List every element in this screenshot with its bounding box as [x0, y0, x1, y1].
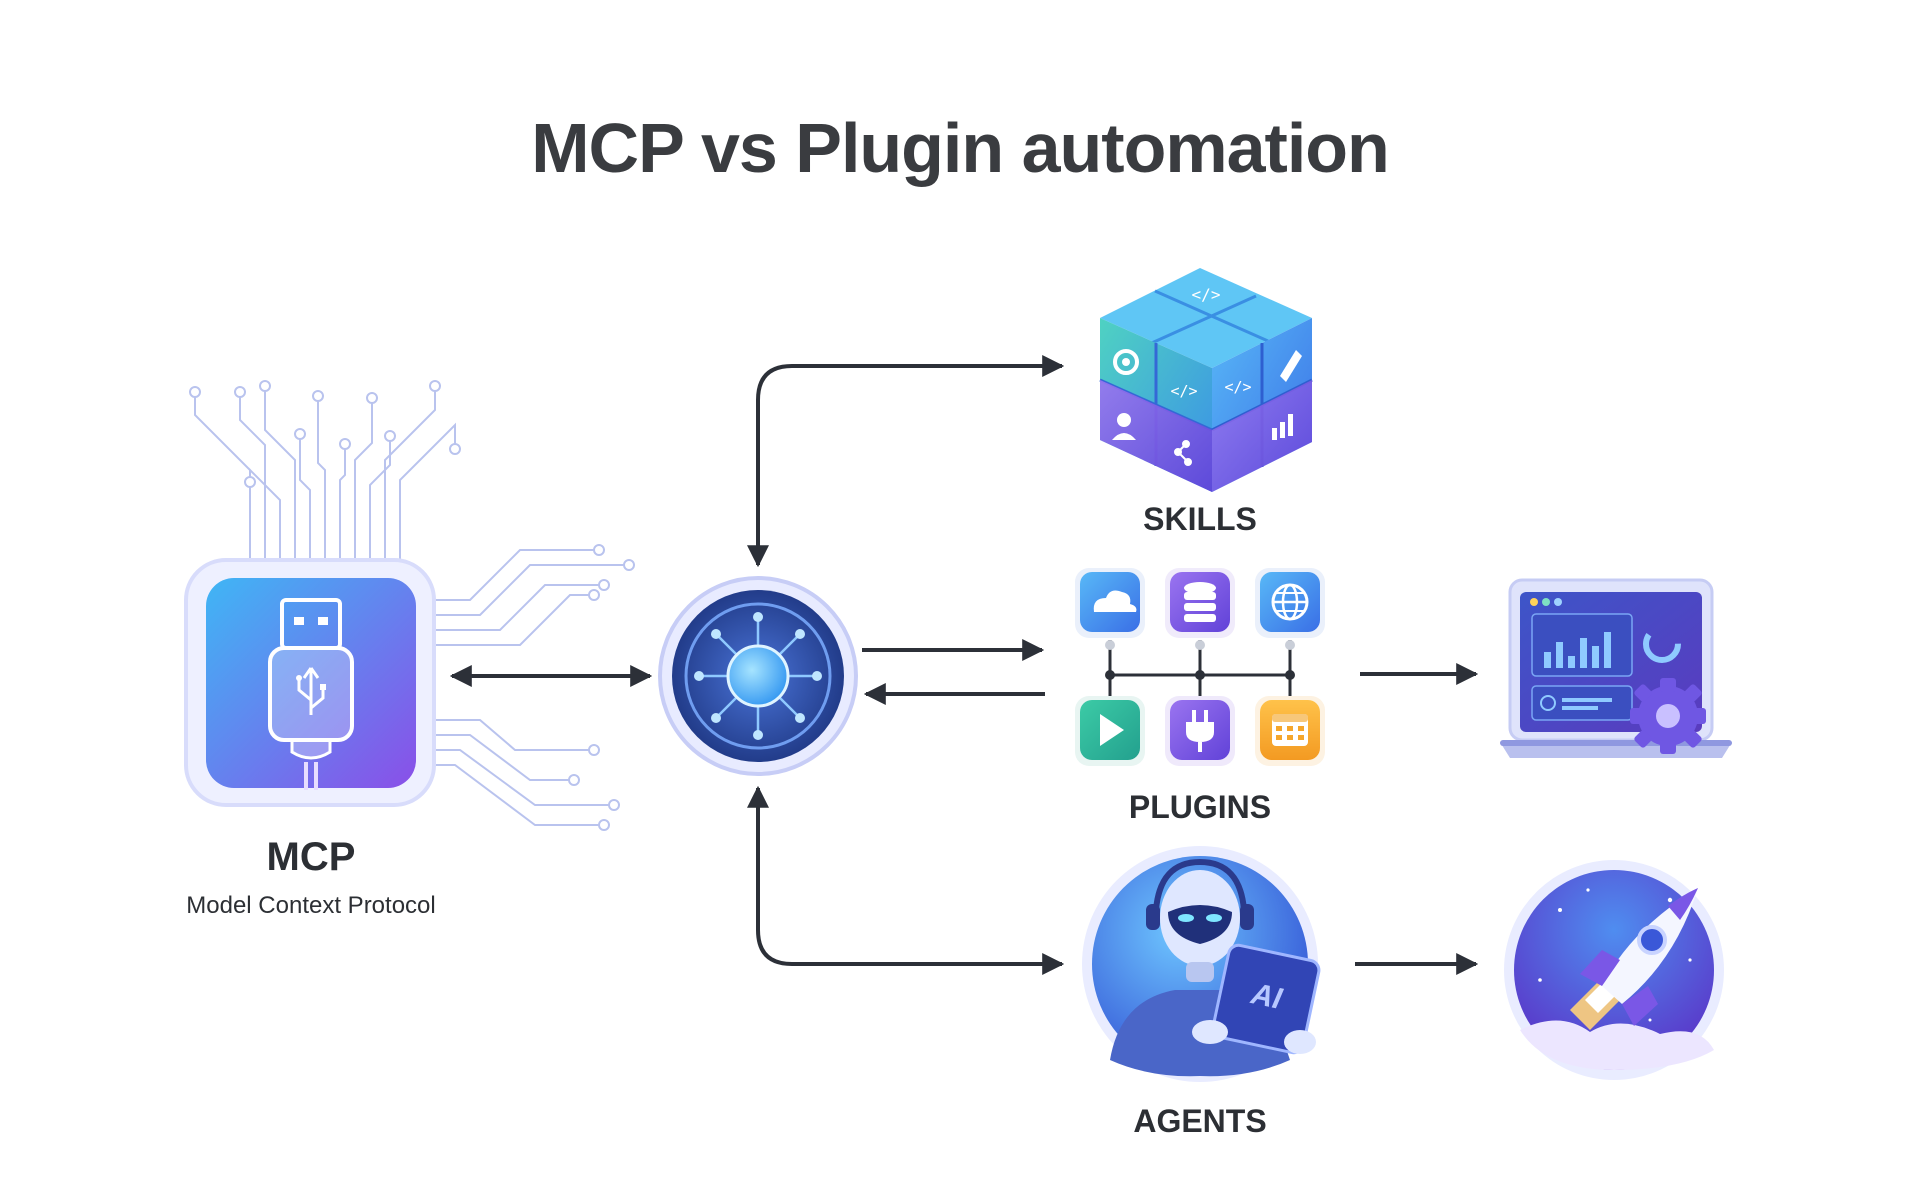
robot-agent-icon: AI [1082, 846, 1321, 1082]
tablet-text: AI [1247, 977, 1285, 1016]
globe-icon[interactable] [1255, 568, 1325, 638]
agents-label: AGENTS [1133, 1103, 1266, 1139]
page-title: MCP vs Plugin automation [531, 109, 1390, 187]
puzzle-cube-icon: </> </> </> [1099, 268, 1313, 492]
arrow-hub-skills [747, 355, 1065, 568]
play-icon[interactable] [1075, 696, 1145, 766]
mcp-node[interactable]: MCP Model Context Protocol [184, 558, 436, 919]
agents-node[interactable]: AI AGENTS [1082, 846, 1321, 1139]
calendar-icon[interactable] [1255, 696, 1325, 766]
user-icon [1117, 413, 1131, 427]
svg-text:</>: </> [1224, 378, 1251, 396]
network-hub-icon[interactable] [658, 576, 858, 776]
gear-icon [1630, 678, 1706, 754]
svg-text:</>: </> [1170, 382, 1197, 400]
code-icon: </> [1192, 285, 1221, 304]
mcp-circuit-lines [194, 390, 625, 826]
skills-node[interactable]: </> </> </> SKILLS [1099, 268, 1313, 537]
rocket-icon[interactable] [1504, 860, 1724, 1080]
plugins-node[interactable]: PLUGINS [1075, 568, 1325, 825]
plug-icon[interactable] [1165, 696, 1235, 766]
laptop-dashboard-icon[interactable] [1500, 578, 1732, 758]
connectors [449, 355, 1479, 975]
mcp-label: MCP [267, 835, 356, 879]
network-icon [1174, 440, 1192, 466]
pen-icon [1280, 350, 1302, 382]
cloud-icon[interactable] [1075, 568, 1145, 638]
mcp-sublabel: Model Context Protocol [186, 892, 435, 919]
plugins-label: PLUGINS [1129, 789, 1271, 825]
bar-chart-icon [1272, 414, 1293, 440]
skills-label: SKILLS [1143, 501, 1257, 537]
usb-plug-icon [268, 598, 354, 790]
gear-icon [1113, 349, 1139, 375]
database-icon[interactable] [1165, 568, 1235, 638]
mcp-circuit-nodes [189, 380, 635, 831]
arrow-hub-agents [747, 785, 1065, 975]
